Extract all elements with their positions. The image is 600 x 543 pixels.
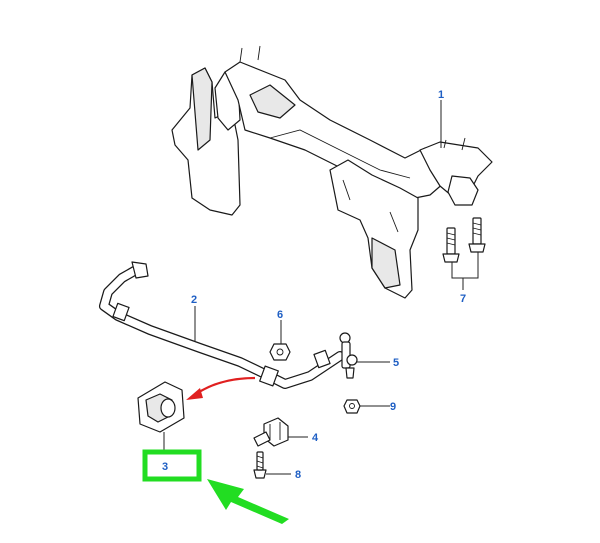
callout-9: 9 [390, 401, 396, 413]
mounting-bolts [442, 217, 486, 263]
highlight-box [142, 449, 202, 482]
callout-5: 5 [393, 357, 399, 369]
callout-6: 6 [277, 309, 283, 321]
callout-labels: 1 2 3 4 5 6 7 8 9 [162, 89, 466, 481]
stabilizer-bushing [137, 381, 185, 433]
callout-8: 8 [295, 469, 301, 481]
callout-1: 1 [438, 89, 444, 101]
nut-9 [343, 399, 361, 414]
clamp-bolt [253, 451, 267, 479]
stabilizer-end-link [339, 332, 358, 379]
leader-lines [163, 100, 479, 475]
nut-6 [269, 343, 291, 361]
callout-2: 2 [191, 294, 197, 306]
callout-3: 3 [162, 461, 168, 473]
bushing-clamp [253, 417, 289, 447]
subframe-crossmember [171, 45, 493, 299]
stabilizer-bar [99, 261, 345, 389]
callout-4: 4 [312, 432, 319, 444]
assembly-arrow [186, 376, 256, 400]
highlight-arrow [207, 479, 289, 524]
highlight-annotation [142, 449, 289, 524]
callout-7: 7 [460, 293, 466, 305]
